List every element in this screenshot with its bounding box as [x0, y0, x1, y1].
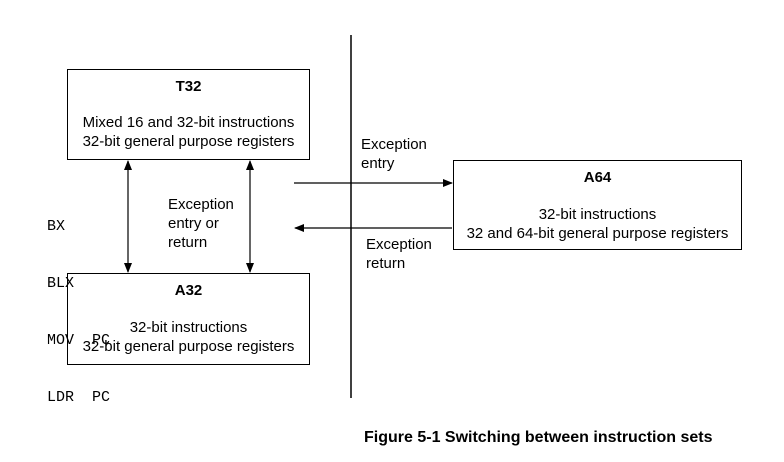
exception-entry-or-return-label: Exception entry or return	[168, 195, 234, 252]
t32-description: Mixed 16 and 32-bit instructions 32-bit …	[68, 113, 309, 151]
t32-box: T32 Mixed 16 and 32-bit instructions 32-…	[67, 69, 310, 160]
return-label-line-1: Exception	[366, 236, 432, 253]
a32-line-2: 32-bit general purpose registers	[82, 338, 295, 355]
middle-label-line-2: entry or	[168, 215, 219, 232]
a32-line-1: 32-bit instructions	[129, 319, 248, 336]
figure-caption: Figure 5-1 Switching between instruction…	[364, 429, 713, 446]
a32-box: A32 32-bit instructions 32-bit general p…	[67, 273, 310, 365]
t32-title: T32	[175, 78, 202, 95]
entry-label-line-1: Exception	[361, 136, 427, 153]
exception-return-label: Exception return	[366, 235, 432, 273]
a32-description: 32-bit instructions 32-bit general purpo…	[68, 318, 309, 356]
instruction-ldr-pc: LDR PC	[47, 389, 111, 406]
a32-title: A32	[174, 282, 203, 299]
a64-line-2: 32 and 64-bit general purpose registers	[466, 225, 729, 242]
a64-box: A64 32-bit instructions 32 and 64-bit ge…	[453, 160, 742, 250]
a64-line-1: 32-bit instructions	[538, 206, 657, 223]
a64-title: A64	[583, 169, 612, 186]
instruction-mov-pc: MOV PC	[47, 332, 111, 349]
t32-line-2: 32-bit general purpose registers	[82, 133, 295, 150]
exception-entry-label: Exception entry	[361, 135, 427, 173]
t32-line-1: Mixed 16 and 32-bit instructions	[82, 114, 295, 131]
middle-label-line-1: Exception	[168, 196, 234, 213]
return-label-line-2: return	[366, 255, 406, 272]
middle-label-line-3: return	[168, 234, 208, 251]
a64-description: 32-bit instructions 32 and 64-bit genera…	[454, 205, 741, 243]
entry-label-line-2: entry	[361, 155, 395, 172]
instruction-bx: BX	[47, 218, 66, 235]
instruction-list: BX BLX MOV PC LDR PC	[47, 179, 110, 426]
instruction-blx: BLX	[47, 275, 75, 292]
